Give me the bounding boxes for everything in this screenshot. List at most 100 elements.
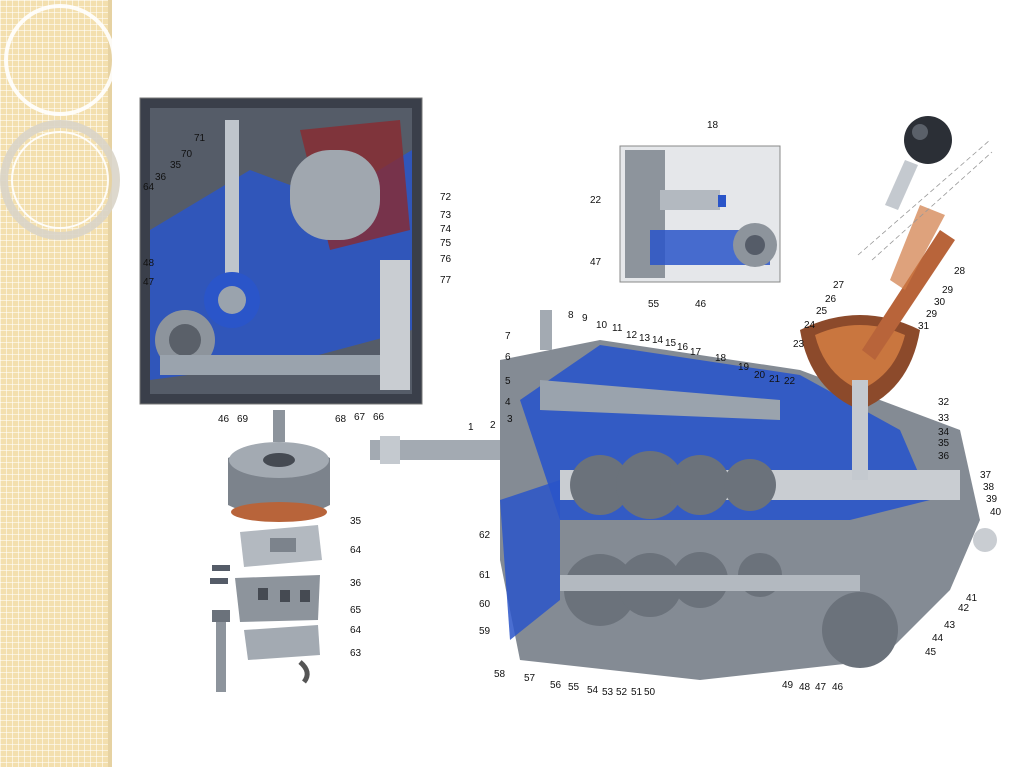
label: 71 — [194, 133, 206, 144]
label: 74 — [440, 224, 452, 235]
label: 1 — [468, 422, 474, 433]
decorative-circles — [0, 4, 120, 240]
label: 12 — [626, 330, 638, 341]
label: 23 — [793, 339, 805, 350]
label: 51 — [631, 687, 643, 698]
label: 38 — [983, 482, 995, 493]
label: 18 — [707, 120, 719, 131]
label: 36 — [938, 451, 950, 462]
label: 70 — [181, 149, 193, 160]
label: 72 — [440, 192, 452, 203]
label: 17 — [690, 347, 702, 358]
label: 19 — [738, 362, 750, 373]
label: 34 — [938, 427, 950, 438]
label: 60 — [479, 599, 491, 610]
label: 52 — [616, 687, 628, 698]
label: 45 — [925, 647, 937, 658]
label: 27 — [833, 280, 845, 291]
label: 20 — [754, 370, 766, 381]
label: 64 — [350, 625, 362, 636]
top-middle-panel — [619, 145, 781, 283]
label: 77 — [440, 275, 452, 286]
label: 8 — [568, 310, 574, 321]
label: 44 — [932, 633, 944, 644]
label: 55 — [568, 682, 580, 693]
label: 46 — [218, 414, 230, 425]
label: 46 — [832, 682, 844, 693]
label: 37 — [980, 470, 992, 481]
label: 5 — [505, 376, 511, 387]
exploded-parts-view — [210, 410, 330, 692]
label: 28 — [954, 266, 966, 277]
label: 55 — [648, 299, 660, 310]
label-group-top-middle: 18 22 47 55 46 — [590, 120, 719, 310]
label: 41 — [966, 593, 978, 604]
label: 59 — [479, 626, 491, 637]
label: 31 — [918, 321, 930, 332]
label: 76 — [440, 254, 452, 265]
label: 15 — [665, 338, 677, 349]
label: 47 — [143, 277, 155, 288]
label: 64 — [143, 182, 155, 193]
label: 16 — [677, 342, 689, 353]
label: 18 — [715, 353, 727, 364]
label: 58 — [494, 669, 506, 680]
label: 26 — [825, 294, 837, 305]
label: 22 — [784, 376, 796, 387]
label: 4 — [505, 397, 511, 408]
label: 35 — [350, 516, 362, 527]
label: 47 — [590, 257, 602, 268]
label: 42 — [958, 603, 970, 614]
label: 30 — [934, 297, 946, 308]
label: 2 — [490, 420, 496, 431]
label: 56 — [550, 680, 562, 691]
label: 14 — [652, 335, 664, 346]
label: 61 — [479, 570, 491, 581]
label: 11 — [612, 323, 623, 334]
label: 3 — [507, 414, 513, 425]
label: 48 — [143, 258, 155, 269]
label: 40 — [990, 507, 1002, 518]
label: 36 — [350, 578, 362, 589]
label: 46 — [695, 299, 707, 310]
label: 67 — [354, 412, 366, 423]
label: 29 — [942, 285, 954, 296]
label: 32 — [938, 397, 950, 408]
label: 10 — [596, 320, 608, 331]
label: 62 — [479, 530, 491, 541]
label: 65 — [350, 605, 362, 616]
label: 63 — [350, 648, 362, 659]
label: 66 — [373, 412, 385, 423]
label: 7 — [505, 331, 511, 342]
label: 39 — [986, 494, 998, 505]
label: 48 — [799, 682, 811, 693]
label: 22 — [590, 195, 602, 206]
label: 25 — [816, 306, 828, 317]
label: 6 — [505, 352, 511, 363]
strip-edge — [108, 0, 112, 767]
label: 69 — [237, 414, 249, 425]
label: 54 — [587, 685, 599, 696]
label: 73 — [440, 210, 452, 221]
label: 57 — [524, 673, 536, 684]
label: 9 — [582, 313, 588, 324]
label: 13 — [639, 333, 651, 344]
label: 75 — [440, 238, 452, 249]
label: 68 — [335, 414, 347, 425]
label-group-top-left: 71 70 36 35 64 48 47 72 73 74 75 76 77 4… — [143, 133, 452, 425]
label: 21 — [769, 374, 781, 385]
label-group-exploded: 35 64 36 65 64 63 — [350, 516, 362, 659]
label: 53 — [602, 687, 614, 698]
label: 35 — [170, 160, 182, 171]
label: 49 — [782, 680, 794, 691]
label: 33 — [938, 413, 950, 424]
label: 47 — [815, 682, 827, 693]
label-group-main: 7 8 9 10 11 12 13 14 15 16 17 18 19 20 2… — [468, 266, 1002, 698]
top-left-cutaway-panel — [139, 97, 423, 405]
label: 36 — [155, 172, 167, 183]
label: 29 — [926, 309, 938, 320]
label: 24 — [804, 320, 816, 331]
label: 35 — [938, 438, 950, 449]
main-gearbox-cutaway — [370, 116, 997, 680]
